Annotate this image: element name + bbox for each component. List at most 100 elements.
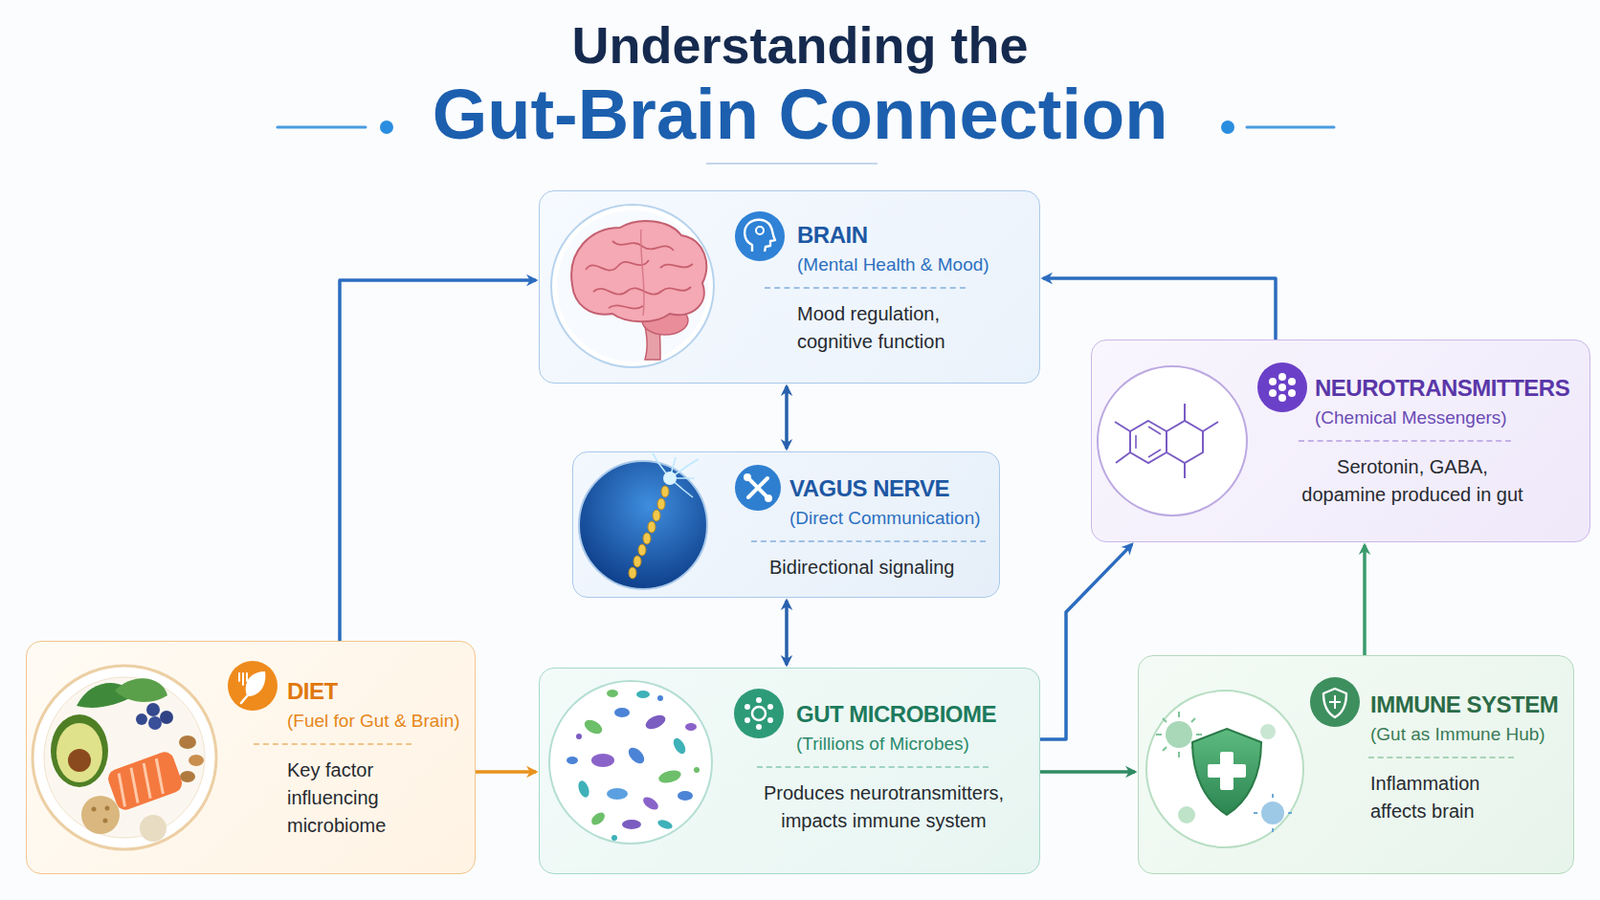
info-box: IMMUNE SYSTEM(Gut as Immune Hub)Inflamma… xyxy=(1137,655,1575,875)
vagus-nerve-illustration-part xyxy=(663,471,677,486)
text-column: BRAIN(Mental Health & Mood)Mood regulati… xyxy=(797,222,990,356)
microbiome-illustration xyxy=(549,681,712,845)
dashed-divider xyxy=(253,743,412,746)
brain-illustration-part xyxy=(642,306,689,335)
immune-icon-part xyxy=(1329,695,1341,710)
neurotransmitter-icon-part xyxy=(1268,377,1277,386)
diet-plate-illustration-part xyxy=(50,714,109,788)
title-ornament-part xyxy=(1221,120,1235,134)
diet-plate-illustration-part xyxy=(114,678,168,703)
diet-plate-illustration-part xyxy=(135,713,148,726)
brain-illustration-part xyxy=(641,229,645,316)
node-body: Produces neurotransmitters, impacts immu… xyxy=(756,779,1011,836)
molecule-illustration-part xyxy=(1166,421,1203,464)
brain-illustration-part xyxy=(585,260,649,271)
text-column: IMMUNE SYSTEM(Gut as Immune Hub)Inflamma… xyxy=(1370,691,1558,826)
diet-plate-illustration-part xyxy=(105,750,185,814)
diet-plate-illustration-part xyxy=(105,750,185,814)
node-body: Bidirectional signaling xyxy=(769,554,985,582)
diet-icon xyxy=(227,661,278,712)
diet-plate-illustration-part xyxy=(44,677,205,839)
diet-plate-illustration-part xyxy=(81,796,120,835)
microbiome-illustration-part xyxy=(657,695,664,702)
vagus-icon-part xyxy=(734,465,781,512)
text-column: NEUROTRANSMITTERS(Chemical Messengers)Se… xyxy=(1314,375,1570,510)
diet-plate-illustration-part xyxy=(179,771,196,783)
microbiome-illustration-part xyxy=(566,756,578,765)
brain-illustration-part xyxy=(612,241,674,251)
diet-plate-illustration-part xyxy=(159,711,174,725)
immune-illustration-part xyxy=(1177,806,1196,824)
vagus-icon-part xyxy=(748,478,768,498)
microbiome-icon xyxy=(733,688,784,739)
microbiome-illustration-part xyxy=(685,723,697,732)
diet-icon-part xyxy=(241,696,247,704)
brain-illustration-part xyxy=(571,221,707,322)
vagus-nerve-illustration-part xyxy=(647,521,656,534)
molecule-illustration-part xyxy=(1130,421,1167,464)
title-ornament-part xyxy=(706,162,878,165)
node-subheading: (Chemical Messengers) xyxy=(1314,405,1508,431)
diet-plate-illustration-part xyxy=(91,807,97,813)
microbiome-icon-part xyxy=(744,717,751,724)
neurotransmitter-icon-part xyxy=(1268,389,1277,398)
molecule-illustration xyxy=(1097,366,1247,516)
neurotransmitter-icon-part xyxy=(1288,377,1296,386)
diet-icon-part xyxy=(227,661,278,712)
immune-illustration-part xyxy=(1261,801,1285,825)
vagus-nerve-illustration-part xyxy=(643,533,651,545)
dashed-divider xyxy=(756,766,989,769)
node-subheading: (Direct Communication) xyxy=(789,506,981,532)
connector-arrow xyxy=(1040,544,1133,740)
brain-illustration-part xyxy=(551,204,714,368)
immune-illustration-part xyxy=(1253,794,1292,833)
neurotransmitter-icon-part xyxy=(1278,373,1287,381)
immune-illustration-part xyxy=(1146,690,1304,848)
diagram-title: Understanding the xyxy=(0,17,1600,74)
microbiome-illustration-part xyxy=(677,791,693,801)
microbiome-illustration-part xyxy=(576,779,592,800)
vagus-nerve-illustration-part xyxy=(652,510,661,522)
brain-icon-part xyxy=(744,220,776,252)
title-block: Understanding theGut-Brain Connection xyxy=(0,0,1600,154)
connector-arrow xyxy=(1040,770,1135,775)
immune-icon xyxy=(1310,677,1360,728)
vagus-nerve-illustration-part xyxy=(638,544,646,556)
diet-plate-illustration-part xyxy=(105,806,111,812)
node-subheading: (Fuel for Gut & Brain) xyxy=(287,709,461,734)
title-ornament xyxy=(277,120,1334,164)
microbiome-illustration-part xyxy=(636,690,650,699)
title-ornament-part xyxy=(1246,126,1334,130)
vagus-icon xyxy=(734,465,781,512)
info-box: BRAIN(Mental Health & Mood)Mood regulati… xyxy=(538,190,1041,384)
microbiome-icon-part xyxy=(752,707,766,721)
microbiome-illustration-part xyxy=(614,708,630,718)
diet-plate-illustration-part xyxy=(112,758,169,808)
immune-illustration xyxy=(1146,690,1304,848)
node-heading: VAGUS NERVE xyxy=(789,475,950,503)
connector-arrow xyxy=(339,280,536,642)
microbiome-illustration-part xyxy=(670,736,689,757)
brain-illustration-part xyxy=(556,210,709,362)
vagus-nerve-illustration-part xyxy=(628,567,637,579)
diet-plate-illustration-part xyxy=(67,749,91,773)
immune-illustration-part xyxy=(1192,729,1262,816)
molecule-illustration-part xyxy=(1135,426,1161,458)
diet-plate-illustration-part xyxy=(188,755,204,767)
dashed-divider xyxy=(751,540,986,543)
title-ornament-part xyxy=(379,120,394,134)
molecule-illustration-part xyxy=(1114,403,1219,479)
immune-illustration-part xyxy=(1220,752,1234,791)
immune-illustration-part xyxy=(1207,764,1246,778)
microbiome-illustration-part xyxy=(622,820,642,830)
microbiome-illustration-part xyxy=(581,717,604,737)
node-body: Mood regulation, cognitive function xyxy=(797,300,965,356)
brain-illustration-part xyxy=(608,305,644,309)
node-heading: DIET xyxy=(287,678,338,706)
molecule-illustration-part xyxy=(1097,366,1247,516)
connector-arrow xyxy=(784,600,789,666)
node-heading: NEUROTRANSMITTERS xyxy=(1314,375,1570,402)
vagus-nerve-illustration-part xyxy=(657,498,666,511)
microbiome-icon-part xyxy=(755,724,762,731)
diet-icon-part xyxy=(245,671,267,697)
